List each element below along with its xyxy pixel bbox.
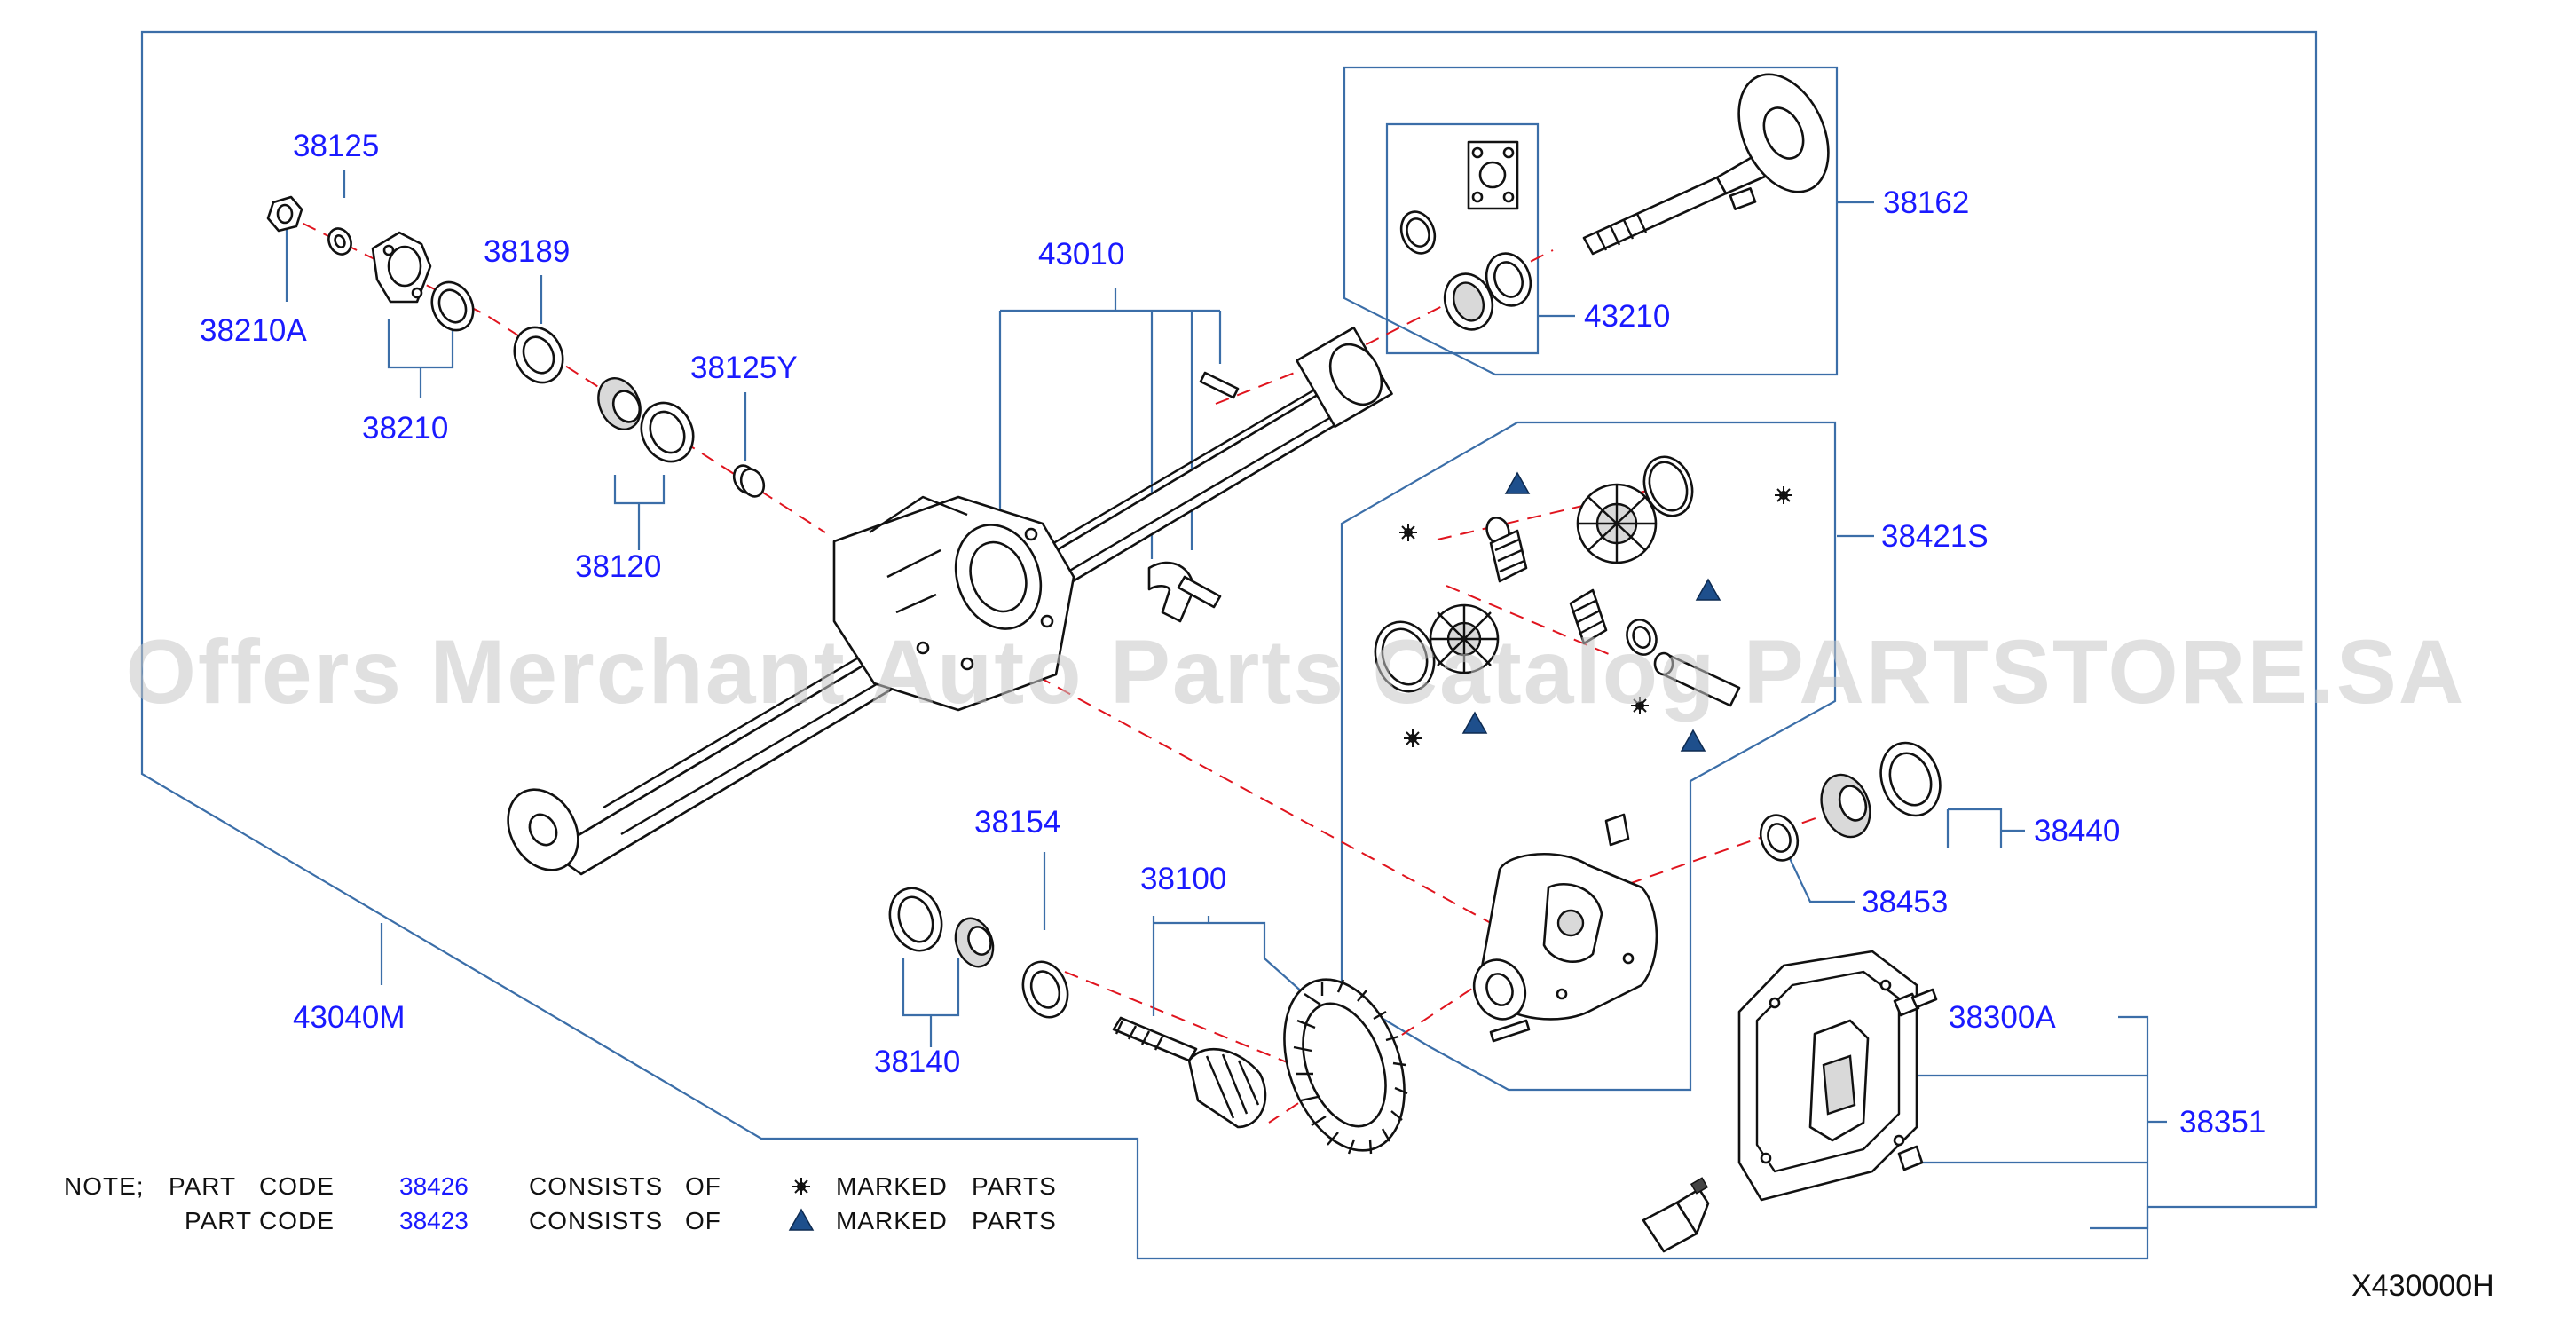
bearing-retainer-43210[interactable]: [1467, 140, 1519, 210]
label-38421S[interactable]: 38421S: [1881, 519, 1989, 554]
rear-cover-38351[interactable]: [1737, 950, 1918, 1202]
axle-shaft-38162[interactable]: [1582, 60, 1846, 256]
axle-housing[interactable]: [494, 326, 1393, 882]
label-38125[interactable]: 38125: [293, 129, 379, 163]
note-row1-parts: PARTS: [972, 1172, 1057, 1200]
label-38162[interactable]: 38162: [1883, 185, 1969, 220]
note-row1-code[interactable]: 38426: [399, 1172, 469, 1200]
note-row2-consists: CONSISTS: [529, 1207, 663, 1234]
label-43010[interactable]: 43010: [1038, 237, 1124, 272]
differential-gear-kit-38421S[interactable]: [1366, 450, 1793, 752]
plug-38351[interactable]: [1897, 1145, 1924, 1171]
label-38210A[interactable]: 38210A: [200, 313, 307, 348]
note-row1-consists: CONSISTS: [529, 1172, 663, 1200]
label-38440[interactable]: 38440: [2034, 814, 2120, 848]
label-38189[interactable]: 38189: [484, 234, 570, 269]
label-38210[interactable]: 38210: [362, 411, 448, 446]
label-38120[interactable]: 38120: [575, 549, 661, 584]
note-row2-part: PART: [185, 1207, 252, 1234]
watermark: Offers Merchant Auto Parts Catalog PARTS…: [126, 621, 2466, 722]
leader-lines: [285, 170, 2167, 1230]
label-38351[interactable]: 38351: [2179, 1105, 2265, 1140]
wheel-bearing-43210[interactable]: [1438, 248, 1538, 336]
note-row1-of: OF: [685, 1172, 721, 1200]
differential-box-38421S: [1340, 421, 1837, 1092]
note-row2-marked: MARKED: [836, 1207, 948, 1234]
shim-38154[interactable]: [1016, 956, 1075, 1024]
note-row2-of: OF: [685, 1207, 721, 1234]
label-38300A[interactable]: 38300A: [1949, 1000, 2056, 1035]
spacer-38125Y[interactable]: [729, 461, 768, 500]
label-38453[interactable]: 38453: [1862, 885, 1948, 919]
label-38140[interactable]: 38140: [874, 1045, 960, 1079]
label-43040M[interactable]: 43040M: [293, 1000, 405, 1035]
label-38125Y[interactable]: 38125Y: [690, 351, 798, 385]
ring-and-pinion-gear-38100[interactable]: [1112, 963, 1426, 1167]
shim-38453[interactable]: [1754, 810, 1803, 866]
differential-case[interactable]: [1466, 813, 1658, 1043]
oil-seal-38189[interactable]: [506, 319, 571, 390]
note-row2-parts: PARTS: [972, 1207, 1057, 1234]
note-row1-code-word: CODE: [259, 1172, 335, 1200]
side-bearing-38440[interactable]: [1813, 735, 1950, 844]
note-row2-code-word: CODE: [259, 1207, 335, 1234]
note-row1-part: PART: [169, 1172, 236, 1200]
label-38154[interactable]: 38154: [974, 805, 1060, 840]
note-block: NOTE; PART CODE 38426 CONSISTS OF MARKED…: [64, 1172, 1057, 1234]
companion-flange-38210[interactable]: [371, 231, 432, 304]
pinion-bearing-38140[interactable]: [881, 881, 999, 973]
pinion-nut-38210A[interactable]: [266, 195, 303, 233]
assembly-frame-43040M: [140, 30, 2318, 1260]
star-marker-icon: [792, 1177, 811, 1196]
note-prefix: NOTE;: [64, 1172, 145, 1200]
label-43210[interactable]: 43210: [1584, 299, 1670, 334]
axle-shaft-box-38162: [1343, 66, 1839, 376]
washer-38125[interactable]: [325, 225, 355, 257]
triangle-marker-icon: [789, 1209, 814, 1231]
pinion-bearing-38120[interactable]: [590, 372, 702, 470]
diagram-id: X430000H: [2351, 1269, 2494, 1303]
note-row1-marked: MARKED: [836, 1172, 948, 1200]
sealant-tube[interactable]: [1642, 1177, 1710, 1253]
bolt-38300A[interactable]: [1893, 988, 1938, 1017]
seal-ring-43210[interactable]: [1396, 207, 1440, 257]
note-row2-code[interactable]: 38423: [399, 1207, 469, 1234]
bearing-box-43210: [1385, 122, 1540, 355]
label-38100[interactable]: 38100: [1140, 862, 1226, 896]
oil-seal-38210-part[interactable]: [424, 275, 481, 336]
